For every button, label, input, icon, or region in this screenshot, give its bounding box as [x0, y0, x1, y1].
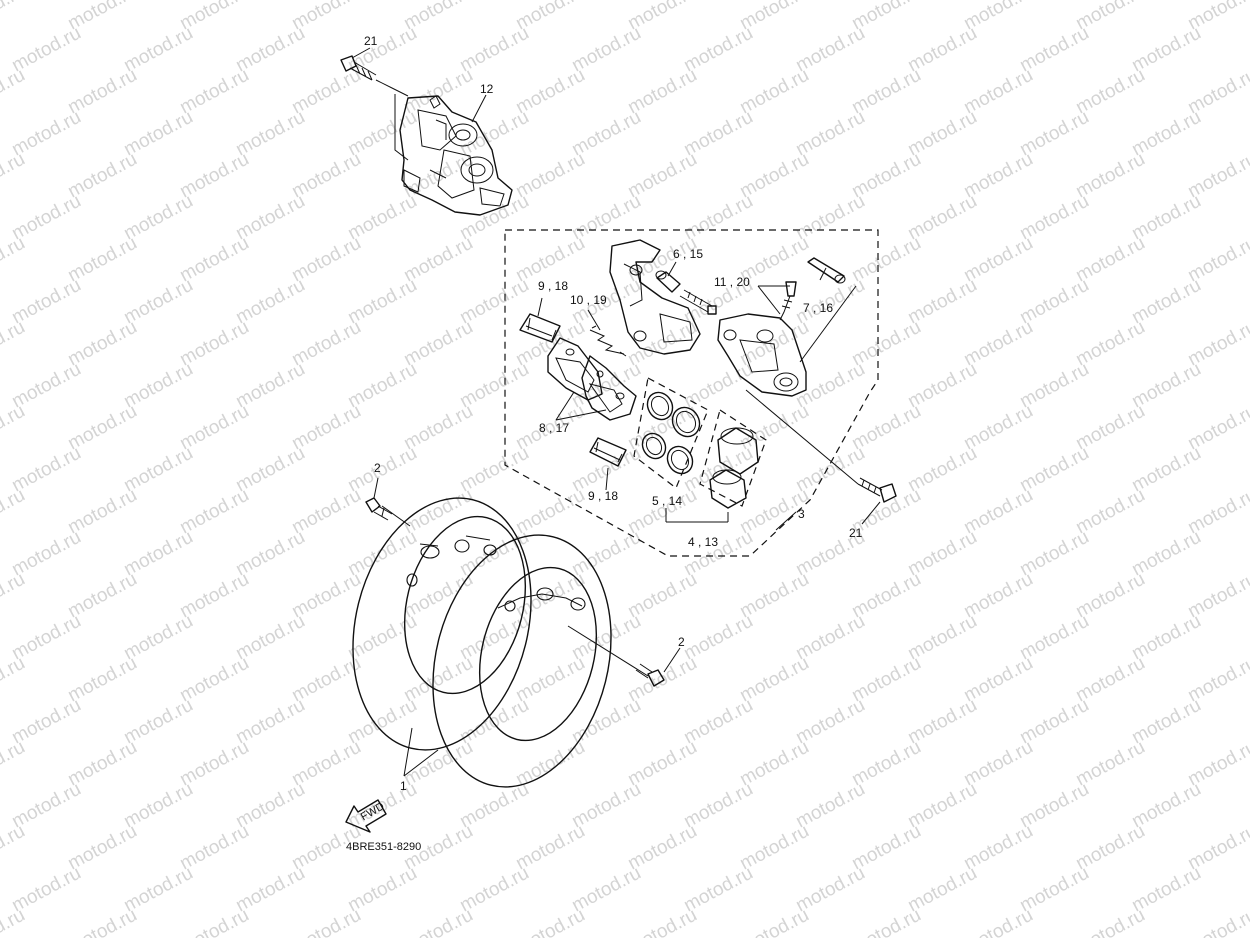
callout-9-18-lower: 9 , 18 — [588, 489, 618, 503]
pad-spring-lower — [589, 437, 627, 467]
callout-7-16: 7 , 16 — [803, 301, 833, 315]
caliper-bolt-top — [340, 55, 377, 81]
callout-3: 3 — [798, 507, 805, 521]
callout-11-20: 11 , 20 — [714, 275, 750, 289]
pin-bolt-mid — [679, 289, 717, 315]
callout-2-right: 2 — [678, 635, 685, 649]
retaining-clip-10-19 — [589, 325, 627, 357]
bleed-screw-11-20 — [779, 281, 797, 321]
callout-12: 12 — [480, 82, 494, 96]
callout-10-19: 10 , 19 — [570, 293, 607, 307]
pad-pin-7-16 — [807, 257, 846, 284]
upper-caliper-assembly — [399, 95, 513, 216]
callout-4-13: 4 , 13 — [688, 535, 718, 549]
brake-pad-outer — [581, 355, 637, 421]
caliper-pistons — [709, 427, 759, 509]
caliper-kit-boundary — [504, 229, 879, 557]
callout-labels: 21 12 6 , 15 11 , 20 7 , 16 9 , 18 10 , … — [364, 34, 863, 793]
brake-pad-inner — [547, 337, 603, 401]
disc-bolt-right — [635, 663, 665, 687]
callout-8-17: 8 , 17 — [539, 421, 569, 435]
caliper-body-inner — [609, 239, 701, 355]
piston-kit-boundary — [699, 409, 767, 507]
caliper-body-outer — [717, 313, 807, 397]
callout-9-18-upper: 9 , 18 — [538, 279, 568, 293]
fwd-arrow-icon: FWD — [345, 799, 387, 833]
brake-disc-left — [352, 497, 532, 751]
callout-21-top: 21 — [364, 34, 378, 48]
callout-1: 1 — [400, 779, 407, 793]
diagram-code: 4BRE351-8290 — [346, 841, 421, 853]
caliper-seals — [641, 391, 701, 475]
callout-2-left: 2 — [374, 461, 381, 475]
callout-6-15: 6 , 15 — [673, 247, 703, 261]
disc-bolt-left — [365, 497, 393, 521]
brake-disc-right — [432, 534, 612, 788]
pad-spring-upper — [519, 313, 561, 343]
fwd-label: FWD — [359, 800, 387, 823]
callout-21-right: 21 — [849, 526, 863, 540]
caliper-bolt-right — [857, 477, 897, 503]
slide-pin-6-15 — [655, 270, 681, 293]
callout-5-14: 5 , 14 — [652, 494, 682, 508]
seal-kit-boundary — [633, 377, 709, 489]
